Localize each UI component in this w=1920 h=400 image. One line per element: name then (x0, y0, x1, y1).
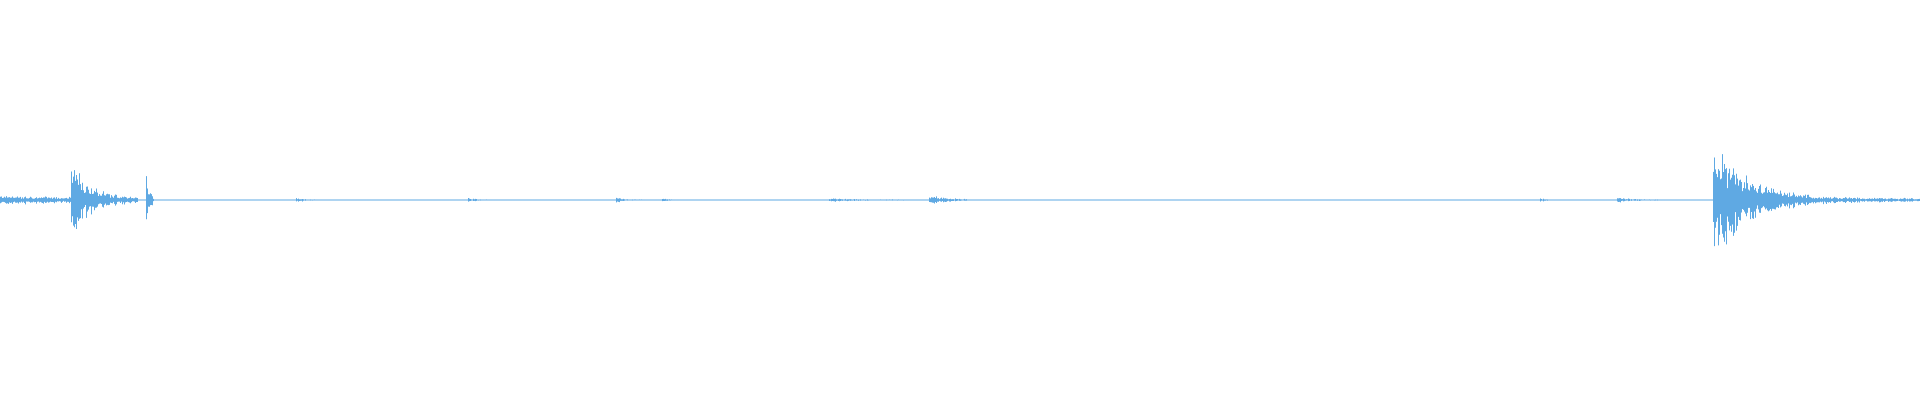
waveform-samples (0, 154, 1920, 247)
